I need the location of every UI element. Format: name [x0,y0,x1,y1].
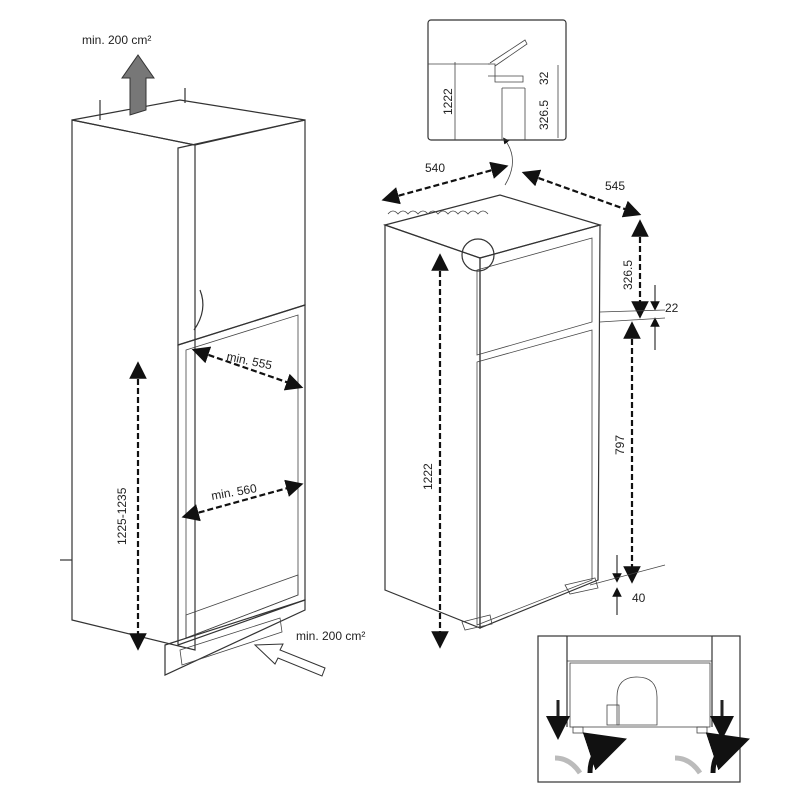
cabinet-side [71,119,196,651]
fridge-side [384,224,481,629]
airflow-arrow-icon [705,732,750,774]
appliance-height-label: 1222 [421,463,435,490]
appliance-width-dimension [381,161,509,205]
hinge-height-label: 797 [613,435,627,455]
vent-bottom-label: min. 200 cm² [296,629,365,643]
width-label: min. 560 [210,481,258,503]
inset-height-label: 1222 [441,88,455,115]
gap-label: 22 [665,301,679,315]
top-offset-label: 326.5 [621,260,635,290]
plinth [164,599,306,676]
intake-arrow-icon [554,755,583,775]
air-inlet-arrow-icon [253,643,326,677]
appliance-depth-label: 545 [605,179,625,193]
depth-label: min. 555 [225,349,273,372]
detail-callout-circle [461,238,495,272]
compressor-icon [616,676,658,726]
intake-arrow-icon [674,755,703,775]
callout-pointer [503,137,513,186]
niche-floor [185,574,299,639]
vent-top-label: min. 200 cm² [82,33,151,47]
foot [461,614,493,631]
inset-gap-label: 32 [537,71,551,85]
hinge-bottom [564,577,599,595]
width-dimension [181,479,304,522]
inset-top-offset-label: 326.5 [537,100,551,130]
fridge-door [476,329,593,626]
door-handle-icon [193,289,204,331]
hinge-detail-inset: 1222 32 326.5 [427,19,567,141]
top-edge-detail [387,210,489,215]
niche-height-label: 1225-1235 [115,487,129,545]
refrigerator [382,137,603,631]
ventilation-detail-inset [537,635,750,783]
kitchen-cabinet [60,88,306,676]
air-outlet-arrow-icon [121,54,155,116]
depth-dimension [191,346,304,391]
fridge-front [479,224,601,629]
cabinet-top [71,99,306,146]
appliance-depth-dimension [521,169,642,218]
bottom-offset-label: 40 [632,591,646,605]
freezer-door [476,237,593,356]
airflow-arrow-icon [582,732,627,774]
plinth-vent-grille [179,617,283,666]
appliance-width-label: 540 [425,161,445,175]
